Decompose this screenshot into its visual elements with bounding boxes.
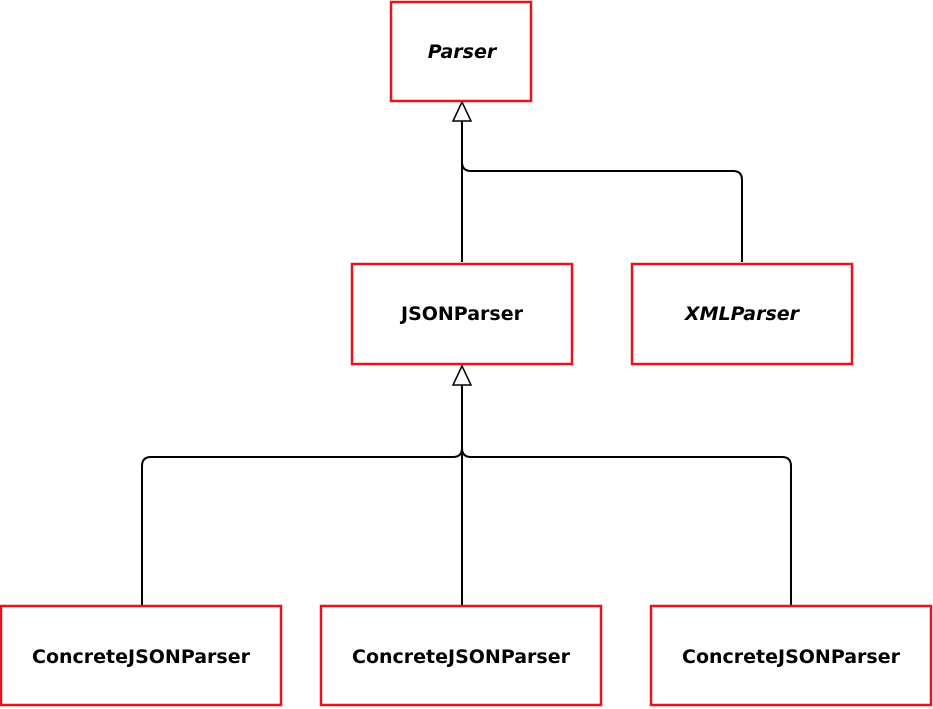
class-name-label: Parser: [428, 41, 498, 63]
class-box: [0, 604, 283, 707]
connector-concrete1-to-jsonparser: [141, 447, 463, 605]
class-box: [649, 604, 933, 707]
class-box: [350, 262, 574, 366]
class-node-concretejsonparser-3[interactable]: ConcreteJSONParser: [649, 604, 933, 707]
class-name-label: ConcreteJSONParser: [32, 646, 251, 668]
class-name-label: ConcreteJSONParser: [682, 646, 901, 668]
class-name-label: JSONParser: [399, 303, 524, 325]
class-node-concretejsonparser-1[interactable]: ConcreteJSONParser: [0, 604, 283, 707]
connector-xmlparser-to-parser: [461, 161, 743, 262]
inheritance-connectors-level-2: [141, 364, 792, 605]
class-box: [630, 262, 854, 366]
class-box: [319, 604, 603, 707]
class-node-parser[interactable]: Parser: [389, 0, 533, 103]
inheritance-connectors-level-1: [451, 100, 743, 262]
connector-concrete3-to-jsonparser: [461, 447, 792, 605]
inheritance-arrowhead-jsonparser: [451, 364, 473, 386]
class-name-label: XMLParser: [684, 303, 801, 325]
class-name-label: ConcreteJSONParser: [352, 646, 571, 668]
class-node-jsonparser[interactable]: JSONParser: [350, 262, 574, 366]
class-node-xmlparser[interactable]: XMLParser: [630, 262, 854, 366]
inheritance-arrowhead-parser: [451, 100, 473, 122]
class-box: [389, 0, 533, 103]
class-node-concretejsonparser-2[interactable]: ConcreteJSONParser: [319, 604, 603, 707]
